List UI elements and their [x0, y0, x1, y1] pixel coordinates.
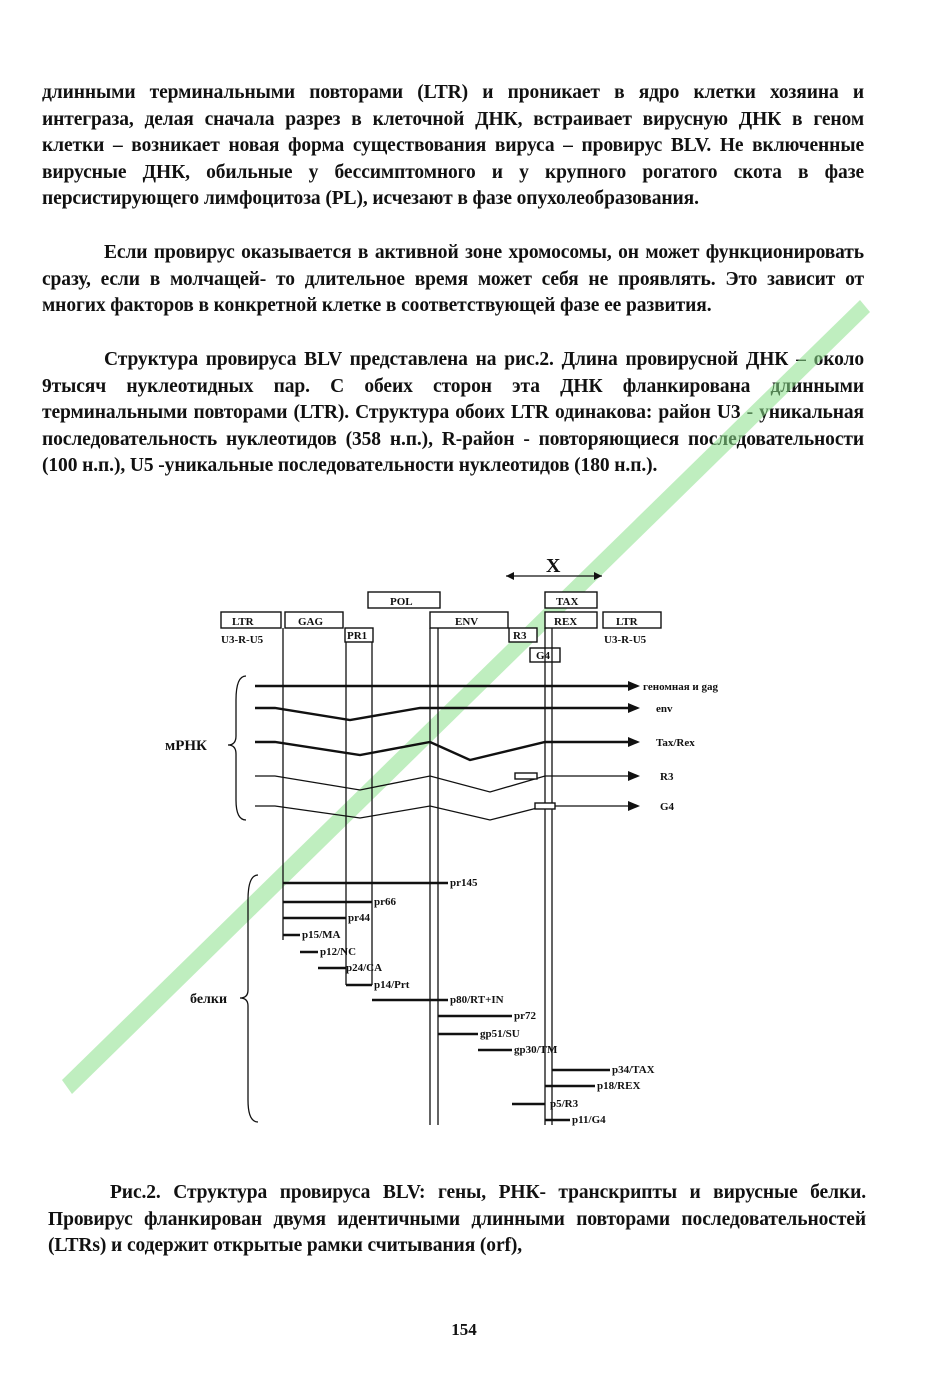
protein-label: p11/G4 [572, 1114, 606, 1126]
paragraph-3: Структура провируса BLV представлена на … [42, 349, 864, 477]
protein-label: pr44 [348, 912, 371, 924]
protein-label: p5/R3 [550, 1098, 579, 1110]
ltr-right-box [602, 611, 662, 629]
protein-labels: pr145 pr66 pr44 p15/MA p12/NC p24/CA p14… [302, 877, 655, 1126]
transcript-label: R3 [660, 771, 674, 783]
protein-label: pr72 [514, 1010, 537, 1022]
u3ru5-left-label: U3-R-U5 [221, 634, 264, 646]
figure-caption: Рис.2. Структура провируса BLV: гены, РН… [48, 1182, 866, 1257]
transcript-label: Tax/Rex [656, 737, 695, 749]
proteins-label: белки [190, 992, 227, 1007]
page-number: 154 [451, 1320, 477, 1339]
transcript-g4 [255, 805, 632, 821]
transcript-label: env [656, 703, 673, 715]
protein-label: pr145 [450, 877, 478, 889]
paragraph-2: Если провирус оказывается в активной зон… [42, 242, 864, 317]
protein-label: p15/MA [302, 929, 341, 941]
protein-bars [283, 881, 610, 1122]
tax-box [544, 591, 598, 609]
transcript-label: G4 [660, 801, 675, 813]
protein-label: p24/CA [346, 962, 382, 974]
transcript-taxrex [255, 740, 632, 762]
x-region-label: X [546, 555, 561, 577]
tax-label: TAX [556, 596, 578, 608]
ltr-left-label: LTR [232, 616, 255, 628]
gag-label: GAG [298, 616, 324, 628]
paragraph-1: длинными терминальными повторами (LTR) и… [42, 82, 864, 210]
protein-label: p12/NC [320, 946, 356, 958]
protein-label: p18/REX [597, 1080, 640, 1092]
pr1-label: PR1 [347, 630, 367, 642]
r3-label: R3 [513, 630, 527, 642]
protein-label: gp30/TM [514, 1044, 558, 1056]
transcript-labels: геномная и gag env Tax/Rex R3 G4 [643, 681, 718, 813]
protein-label: p80/RT+IN [450, 994, 504, 1006]
transcripts [255, 681, 640, 821]
g4-label: G4 [536, 650, 551, 662]
pr1-box [344, 627, 374, 643]
guide-lines [282, 628, 553, 1125]
u3ru5-right-label: U3-R-U5 [604, 634, 647, 646]
protein-label: p34/TAX [612, 1064, 655, 1076]
env-box [429, 611, 509, 629]
proteins-bracket [239, 874, 259, 1123]
mrna-label: мРНК [165, 738, 207, 754]
pol-box [367, 591, 441, 609]
ltr-right-label: LTR [616, 616, 639, 628]
protein-label: p14/Prt [374, 979, 410, 991]
protein-label: pr66 [374, 896, 397, 908]
transcript-r3 [255, 775, 632, 793]
env-label: ENV [455, 616, 478, 628]
pol-label: POL [390, 596, 413, 608]
rex-label: REX [554, 616, 577, 628]
rex-box [544, 611, 598, 629]
transcript-label: геномная и gag [643, 681, 718, 693]
transcript-env [255, 706, 632, 722]
watermark [62, 300, 870, 1094]
r3-box [508, 627, 538, 643]
gag-box [284, 611, 344, 629]
protein-label: gp51/SU [480, 1028, 520, 1040]
ltr-left-box [220, 611, 282, 629]
mrna-bracket [227, 675, 247, 821]
